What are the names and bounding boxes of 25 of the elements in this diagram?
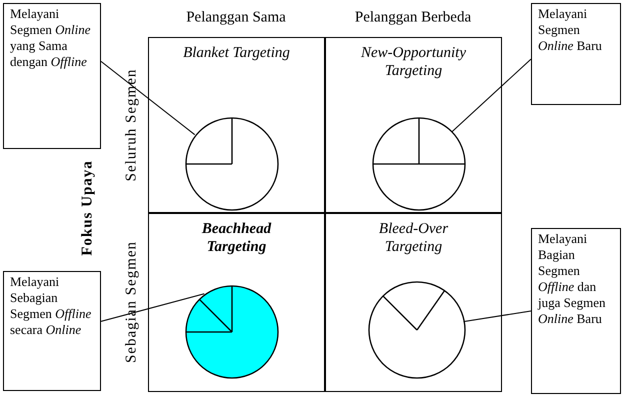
matrix-cell — [148, 37, 325, 213]
leader-line — [100, 293, 205, 322]
quadrant-title: New-Opportunity Targeting — [360, 44, 467, 80]
column-header: Pelanggan Sama — [186, 10, 286, 26]
callout-box: Melayani Bagian Segmen Offline dan juga Segmen Online Baru — [531, 228, 621, 394]
pie-diagram — [368, 281, 466, 379]
matrix-cell — [325, 37, 502, 213]
callout-box: Melayani Sebagian Segmen Offline secara Online — [3, 271, 101, 391]
quadrant-title: Bleed-Over Targeting — [378, 220, 450, 256]
axis-label: Sebagian Segmen — [124, 240, 140, 364]
quadrant-title: Blanket Targeting — [182, 44, 291, 62]
quadrant-title: Beachhead Targeting — [200, 220, 272, 256]
pie-diagram — [185, 117, 279, 211]
column-header: Pelanggan Berbeda — [354, 10, 472, 26]
leader-line — [100, 60, 196, 136]
callout-box: Melayani Segmen Online Baru — [531, 3, 621, 105]
matrix-cell — [148, 213, 325, 392]
matrix-cell — [325, 213, 502, 392]
callout-box: Melayani Segmen Online yang Sama dengan Offline — [3, 3, 101, 149]
axis-label: Seluruh Segmen — [124, 68, 140, 182]
leader-line — [451, 58, 532, 132]
pie-diagram — [372, 117, 466, 211]
axis-label: Fokus Upaya — [80, 160, 96, 256]
pie-diagram — [185, 285, 279, 379]
leader-line — [462, 310, 532, 322]
